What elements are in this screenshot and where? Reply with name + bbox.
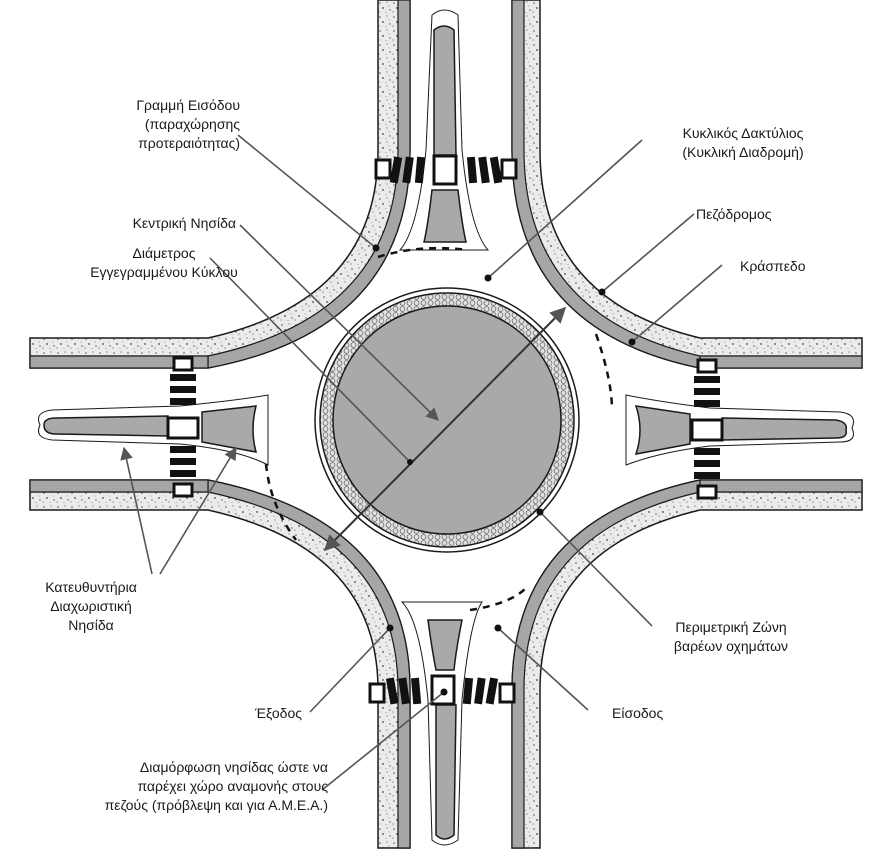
diameter-line xyxy=(323,306,567,552)
label-entry: Είσοδος xyxy=(612,705,664,721)
crosswalk-top xyxy=(374,154,518,186)
crosswalk-left xyxy=(166,356,200,498)
leader-truck-apron xyxy=(539,511,653,627)
leader-splitter-left xyxy=(120,446,153,575)
leader-sidewalk xyxy=(601,213,695,293)
splitter-island-right-outer xyxy=(721,417,848,441)
splitter-island-right-outline xyxy=(625,394,854,466)
splitter-island-left-outer xyxy=(43,415,169,437)
leader-exit xyxy=(309,627,391,713)
curb-bottom-right xyxy=(511,479,701,849)
sidewalk-top-right xyxy=(511,0,863,369)
splitter-island-bottom-lower xyxy=(435,704,457,840)
straight-curbs xyxy=(29,355,863,493)
label-sidewalk: Πεζόδρομος xyxy=(696,206,772,222)
label-exit: Έξοδος xyxy=(255,705,302,721)
label-central-island: Κεντρική Νησίδα xyxy=(132,215,236,231)
central-island xyxy=(332,305,562,535)
leader-dots xyxy=(372,244,636,696)
leader-entry xyxy=(497,627,589,711)
splitter-island-right-inner xyxy=(634,405,691,455)
label-inscribed-diameter: Διάμετρος Εγγεγραμμένου Κύκλου xyxy=(90,245,238,280)
leader-curb xyxy=(631,264,723,343)
yield-line-bottom xyxy=(469,587,527,612)
label-entry-line: Γραμμή Εισόδου (παραχώρησης προτεραιότητ… xyxy=(136,97,240,151)
leader-diameter xyxy=(209,257,411,463)
splitter-island-top-upper xyxy=(433,25,457,156)
label-circulatory-roadway: Κυκλικός Δακτύλιος (Κυκλική Διαδρομή) xyxy=(682,125,804,160)
splitter-island-top-outline xyxy=(398,9,490,251)
label-curb: Κράσπεδο xyxy=(740,258,806,274)
splitter-island-bottom-upper xyxy=(427,619,463,671)
yield-line-right xyxy=(594,333,614,411)
sidewalk-bottom-right xyxy=(511,479,863,849)
leader-lines xyxy=(120,134,723,791)
leader-circulatory xyxy=(487,139,643,279)
splitter-island-left-outline xyxy=(38,394,269,466)
leader-refuge xyxy=(321,691,445,791)
leader-entry-line xyxy=(237,134,377,249)
label-truck-apron: Περιμετρική Ζώνη βαρέων οχημάτων xyxy=(673,619,789,654)
splitter-island-top-lower xyxy=(423,189,467,243)
splitter-islands xyxy=(38,9,854,846)
leader-central-island xyxy=(239,224,439,421)
splitter-island-bottom-outline xyxy=(400,601,483,846)
splitter-island-left-inner xyxy=(201,405,258,453)
crosswalk-right xyxy=(690,358,724,500)
yield-line-left xyxy=(264,463,298,541)
yield-line-top xyxy=(377,246,469,259)
leader-splitter-right xyxy=(159,446,237,575)
label-splitter-island: Κατευθυντήρια Διαχωριστική Νησίδα xyxy=(45,579,137,633)
yield-lines xyxy=(264,246,614,612)
inscribed-ring-outline xyxy=(314,287,580,553)
label-refuge-note: Διαμόρφωση νησίδας ώστε να παρέχει χώρο … xyxy=(104,759,328,813)
sidewalk-top-left xyxy=(29,0,411,369)
